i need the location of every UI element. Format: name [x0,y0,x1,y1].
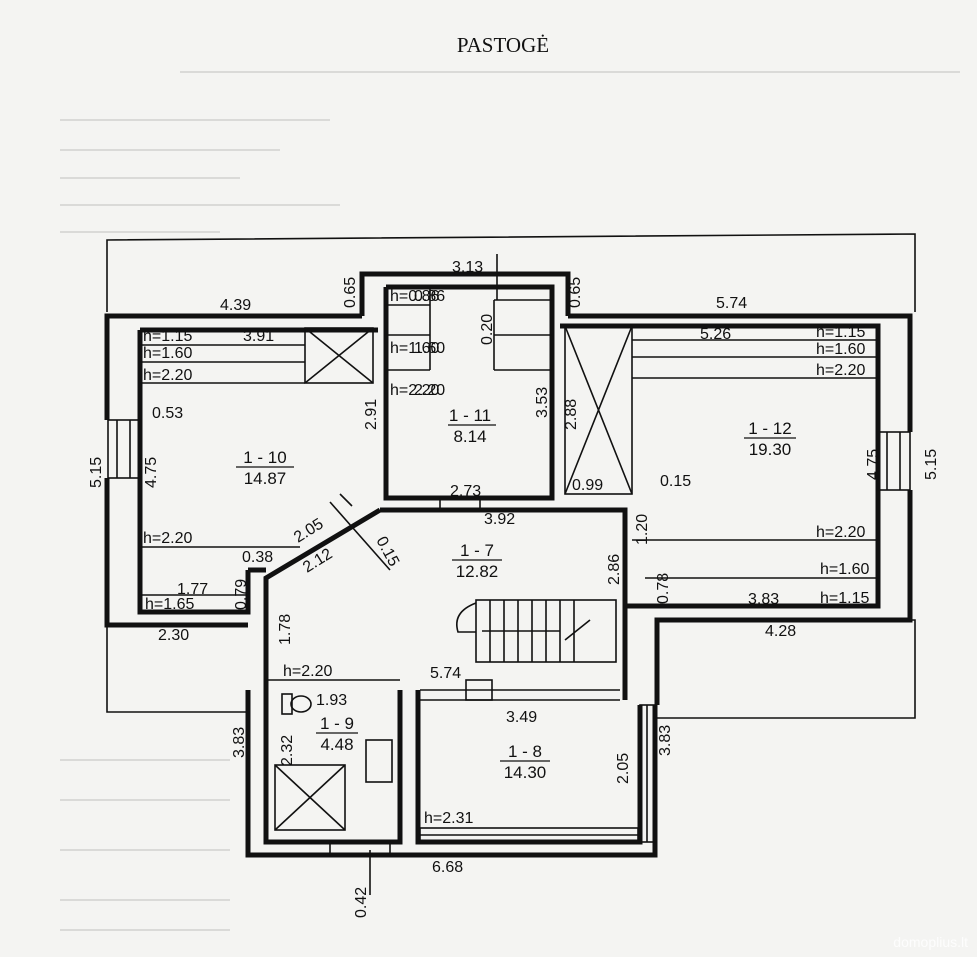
dimension-label: 2.86 [606,554,623,585]
dimension-label: 0.20 [479,314,496,345]
staircase [456,599,617,663]
dimension-labels: 3.13 0.65 0.65 4.39 5.74 0.86 0.20 3.91 … [88,259,940,918]
dimension-label: 2.88 [563,399,580,430]
dimension-label: 4.28 [765,623,796,640]
height-label: h=1.15 [143,328,192,345]
dimension-label: 6.68 [432,859,463,876]
height-labels: h=0.86 h=1.60 h=2.20 h=1.15 h=1.60 h=2.2… [143,288,869,827]
height-label: h=2.31 [424,810,473,827]
room-area: 4.48 [320,735,353,754]
dimension-label: 1.20 [634,514,651,545]
dimension-label: 0.65 [567,277,584,308]
height-label: h=1.60 [816,341,865,358]
room-id: 1 - 7 [460,541,494,560]
windows [107,419,911,856]
height-label: h=2.20 [816,362,865,379]
watermark: domoplius.lt [893,934,968,950]
dimension-label: 3.91 [243,328,274,345]
room-id: 1 - 11 [449,406,491,425]
height-lines [140,287,878,701]
height-label: h=1.15 [820,590,869,607]
room-id: 1 - 10 [243,448,286,467]
dimension-label: 5.26 [700,326,731,343]
dimension-label: 5.74 [716,295,747,312]
dimension-label: 4.75 [865,449,882,480]
room-area: 14.87 [244,469,287,488]
dimension-label: 0.99 [572,477,603,494]
dimension-label: 1.77 [177,581,208,598]
dimension-label: 0.38 [242,549,273,566]
dimension-label: 1.60 [414,340,445,357]
room-area: 14.30 [504,763,547,782]
dimension-label: 2.73 [450,483,481,500]
dimension-ticks [329,254,498,895]
dimension-label: 0.86 [414,288,445,305]
dimension-label: 2.32 [279,735,296,766]
room-id: 1 - 9 [320,714,354,733]
height-label: h=2.20 [143,530,192,547]
dimension-label: 0.15 [660,473,691,490]
room-id: 1 - 8 [508,742,542,761]
dimension-label: 0.65 [342,277,359,308]
dimension-label: 2.05 [615,753,632,784]
dimension-label: 2.05 [291,515,327,546]
room-area: 8.14 [453,427,486,446]
dimension-label: 0.78 [655,573,672,604]
dimension-label: 1.93 [316,692,347,709]
dimension-label: 0.53 [152,405,183,422]
room-labels: 1 - 10 14.87 1 - 11 8.14 1 - 12 19.30 1 … [236,406,796,782]
dimension-label: 2.30 [158,627,189,644]
dimension-label: 3.13 [452,259,483,276]
dimension-label: 3.83 [231,727,248,758]
dimension-label: 5.74 [430,665,461,682]
dimension-label: 5.15 [88,457,105,488]
height-label: h=2.20 [143,367,192,384]
height-label: h=0.86 [390,288,439,305]
dimension-label: 2.91 [363,399,380,430]
height-label: h=2.20 [390,382,439,399]
dimension-label: 0.15 [372,534,402,570]
height-label: h=1.65 [145,596,194,613]
height-label: h=2.20 [816,524,865,541]
height-label: h=1.60 [390,340,439,357]
dimension-label: 3.53 [534,387,551,418]
background-scan-lines [60,71,960,931]
plan-title: PASTOGĖ [457,33,549,57]
dimension-label: 0.79 [233,579,250,610]
dimension-label: 1.78 [277,614,294,645]
dimension-label: 2.20 [414,382,445,399]
dimension-label: 3.83 [657,725,674,756]
dimension-label: 2.12 [300,545,336,576]
dimension-label: 0.42 [353,887,370,918]
height-label: h=1.60 [820,561,869,578]
height-label: h=2.20 [283,663,332,680]
dimension-label: 3.49 [506,709,537,726]
dimension-label: 4.75 [143,457,160,488]
room-area: 12.82 [456,562,499,581]
crossed-boxes [274,325,633,831]
dimension-label: 3.83 [748,591,779,608]
dimension-label: 4.39 [220,297,251,314]
height-label: h=1.15 [816,324,865,341]
room-id: 1 - 12 [748,419,791,438]
toilet [281,693,312,715]
room-area: 19.30 [749,440,792,459]
dimension-label: 5.15 [923,449,940,480]
height-label: h=1.60 [143,345,192,362]
dimension-label: 3.92 [484,511,515,528]
